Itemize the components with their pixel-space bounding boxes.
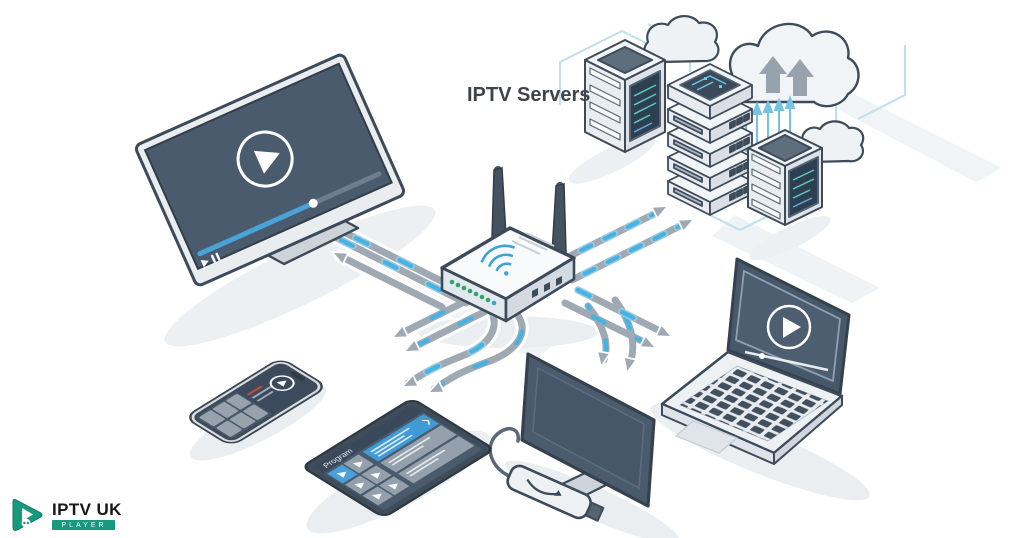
- tablet-rows: [362, 414, 475, 484]
- phone-tiles: [199, 394, 268, 437]
- hdmi-cable: [488, 427, 520, 480]
- servers-label: IPTV Servers: [467, 84, 590, 106]
- tablet: Program: [304, 400, 492, 516]
- logo-play-icon: [12, 498, 43, 531]
- smartphone: [189, 360, 323, 444]
- tablet-header: [313, 405, 423, 474]
- cloud-small-icon: [643, 15, 720, 64]
- brand-logo: IPTV UK PLAYER: [10, 496, 122, 534]
- laptop: [660, 257, 851, 465]
- logo-brand-text: IPTV UK: [52, 499, 122, 519]
- swoosh-icon: [526, 478, 558, 496]
- upload-arrow-icon: [759, 56, 787, 93]
- server-stack: [667, 63, 753, 216]
- smart-tv: [134, 53, 406, 287]
- trackpad: [674, 420, 739, 454]
- progress-bar: [744, 350, 829, 372]
- play-icon: [336, 461, 398, 500]
- streaming-stick: [488, 427, 605, 522]
- wifi-router: [440, 166, 576, 323]
- wifi-icon: [480, 244, 516, 276]
- play-icon: [269, 375, 295, 391]
- tablet-tiles: [327, 454, 410, 506]
- progress-bar: [197, 200, 316, 257]
- chevron-right-icon: [421, 419, 430, 425]
- server-top-panel: [679, 69, 741, 101]
- live-indicator: [246, 385, 263, 396]
- server-tower-right: [747, 129, 823, 226]
- play-icon: [766, 304, 812, 350]
- monitor: [520, 352, 656, 508]
- led-indicators: [449, 279, 497, 306]
- upload-arrow-icon: [786, 59, 814, 96]
- server-rack-left: [584, 39, 666, 153]
- phone-notch: [290, 371, 305, 381]
- play-glyph: [200, 260, 209, 268]
- play-icon: [236, 130, 294, 188]
- ports: [532, 276, 562, 298]
- cloud-large-icon: [724, 22, 860, 108]
- logo-sub-text: PLAYER: [52, 519, 115, 530]
